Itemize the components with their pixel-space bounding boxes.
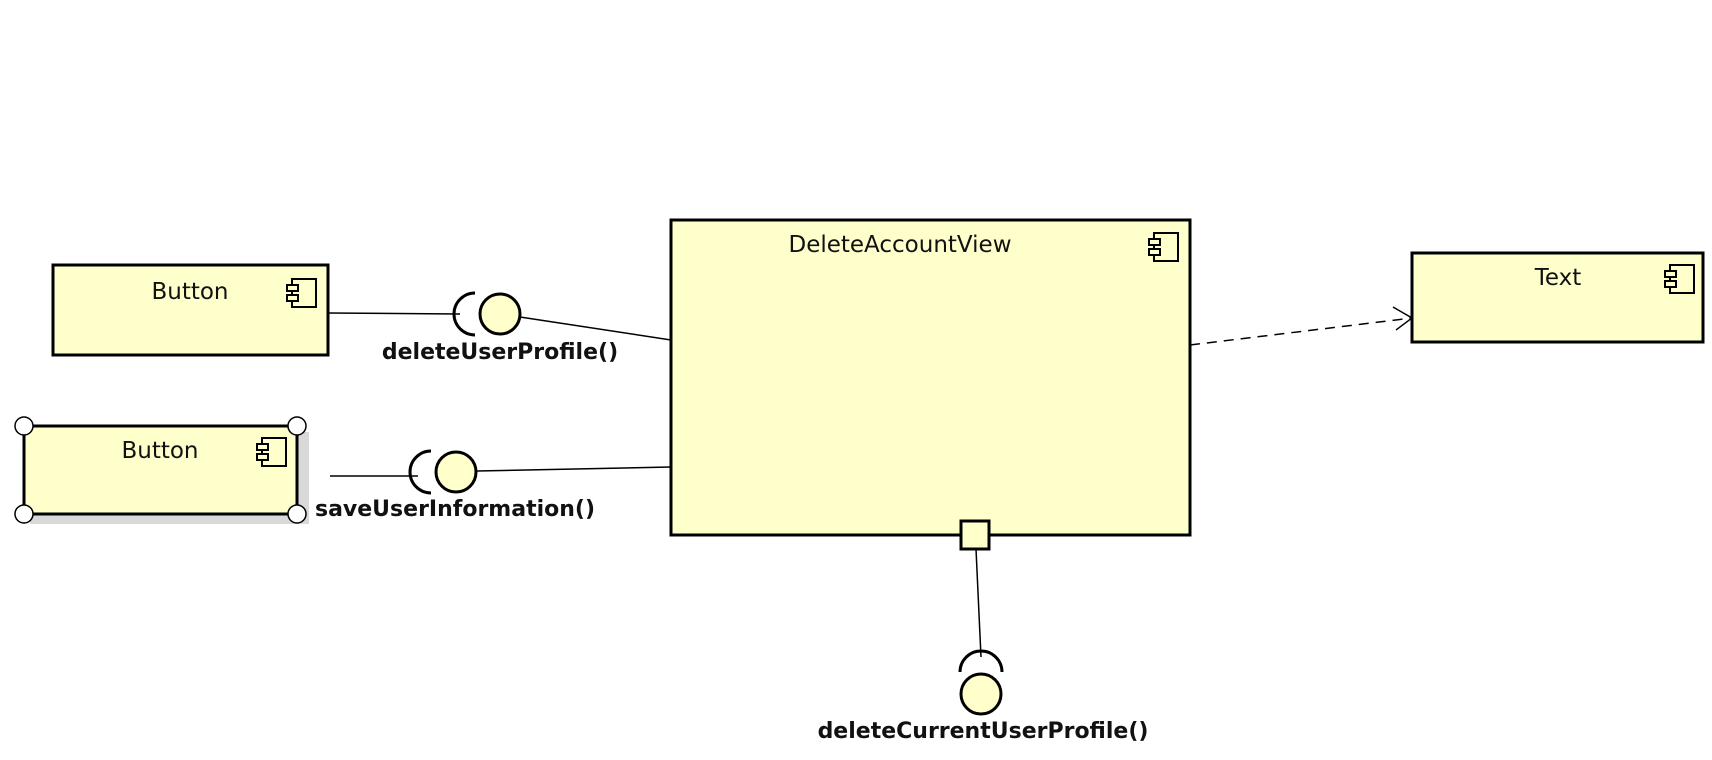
required-connector-line[interactable] — [327, 312, 461, 315]
component-port[interactable] — [959, 519, 991, 551]
provided-connector-line[interactable] — [476, 466, 672, 472]
provided-connector-line[interactable] — [519, 316, 672, 341]
component-name: Text — [1534, 265, 1582, 291]
component-icon — [1148, 232, 1179, 262]
component-body — [22, 424, 299, 516]
component-icon — [1664, 264, 1695, 294]
interface-label: deleteUserProfile() — [382, 340, 618, 365]
component-body — [1410, 251, 1705, 344]
component-body — [51, 263, 330, 357]
component-name: DeleteAccountView — [788, 232, 1011, 258]
interface-label: deleteCurrentUserProfile() — [818, 719, 1149, 744]
dependency-line[interactable] — [1189, 317, 1413, 346]
resize-handle-top-left[interactable] — [14, 416, 34, 436]
port-connector-line[interactable] — [975, 548, 982, 658]
component-body — [669, 218, 1192, 537]
component-icon — [256, 437, 287, 467]
component-icon — [286, 278, 317, 308]
component-name: Button — [121, 438, 198, 464]
component-name: Button — [151, 279, 228, 305]
dependency-arrowhead — [1392, 306, 1414, 331]
component-button-selected[interactable]: Button — [14, 416, 309, 524]
interface-save-user-information[interactable]: saveUserInformation() — [315, 449, 595, 522]
resize-handle-top-right[interactable] — [287, 416, 307, 436]
provided-lollipop — [434, 450, 478, 494]
interface-label: saveUserInformation() — [315, 497, 595, 522]
component-button-top[interactable]: Button — [51, 263, 330, 357]
interface-delete-current-user-profile[interactable]: deleteCurrentUserProfile() — [818, 649, 1149, 744]
component-text[interactable]: Text — [1410, 251, 1705, 344]
resize-handle-bottom-left[interactable] — [14, 504, 34, 524]
interface-delete-user-profile[interactable]: deleteUserProfile() — [382, 291, 618, 365]
required-socket — [958, 649, 1004, 673]
required-socket — [408, 449, 432, 495]
resize-handle-bottom-right[interactable] — [287, 504, 307, 524]
provided-lollipop — [478, 292, 522, 336]
component-delete-account-view[interactable]: DeleteAccountView — [669, 218, 1192, 551]
provided-lollipop — [959, 672, 1003, 716]
required-socket — [452, 291, 476, 337]
